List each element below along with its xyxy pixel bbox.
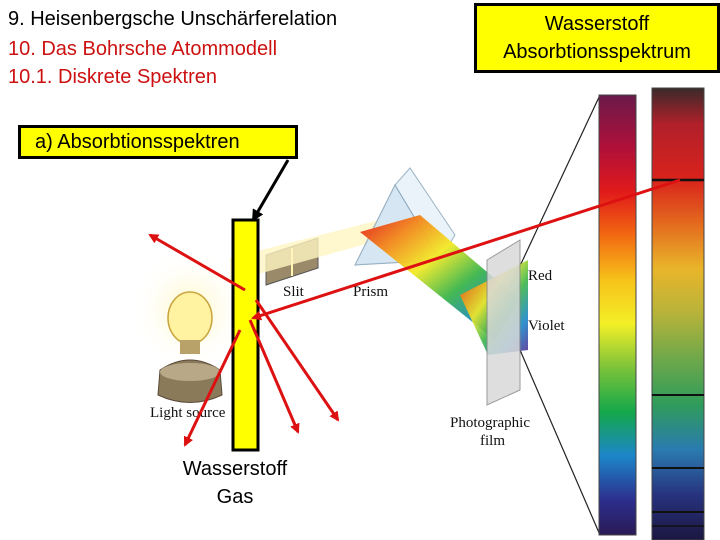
emission-arrow-lower-left (183, 329, 242, 447)
projection-line-bottom (519, 349, 601, 536)
absorption-spectrum-strip (651, 87, 705, 540)
absorption-arrow (251, 178, 681, 321)
pointer-arrow (251, 159, 290, 222)
spectrum-title-line2: Absorbtionsspektrum (503, 41, 691, 63)
spectrum-title-line1: Wasserstoff (544, 13, 650, 35)
light-beam (230, 220, 380, 282)
red-label: Red (528, 268, 553, 284)
continuous-spectrum-strip (598, 94, 637, 536)
gas-label-line1: Wasserstoff (182, 458, 288, 480)
emission-arrow-lower-right (254, 299, 340, 422)
light-source-label: Light source (150, 405, 226, 421)
prism-label: Prism (353, 284, 388, 300)
spectrum-title-box: Wasserstoff Absorbtionsspektrum (474, 3, 720, 73)
photographic-film-label-2: film (480, 433, 505, 449)
photographic-film-plate (486, 239, 521, 406)
absorption-section-label: a) Absorbtionsspektren (18, 125, 298, 159)
heading-heisenberg: 9. Heisenbergsche Unschärferelation (8, 8, 338, 30)
emission-arrow-lower-middle (248, 319, 300, 434)
photographic-film-label-1: Photographic (450, 415, 530, 431)
heading-discrete-spectra: 10.1. Diskrete Spektren (8, 66, 217, 88)
heading-bohr-model: 10. Das Bohrsche Atommodell (8, 38, 278, 60)
hydrogen-gas-label: Wasserstoff Gas (160, 455, 310, 511)
light-source-lamp (130, 250, 250, 403)
violet-label: Violet (528, 318, 565, 334)
gas-label-line2: Gas (216, 486, 254, 508)
slit-label: Slit (283, 284, 305, 300)
emission-arrow-upper-left (148, 233, 246, 292)
